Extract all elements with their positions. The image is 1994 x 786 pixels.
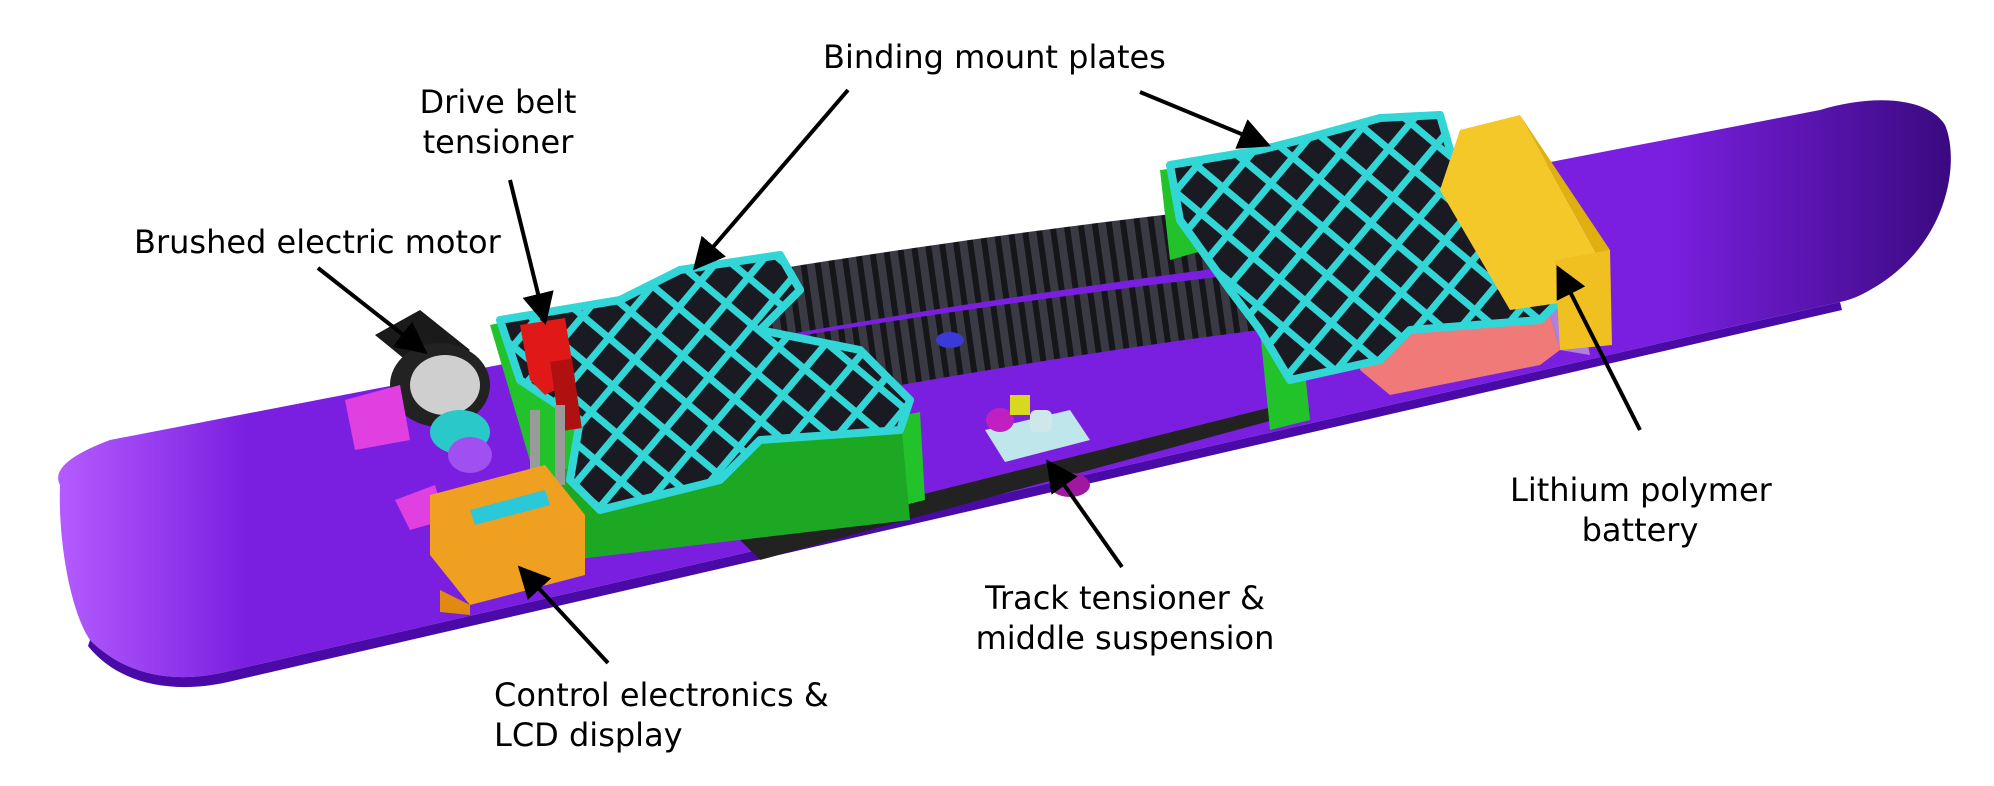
label-binding-mount-plates: Binding mount plates bbox=[823, 38, 1166, 76]
arrow-drive-belt bbox=[508, 179, 554, 326]
label-lithium-polymer-battery: Lithium polymer battery bbox=[1510, 470, 1772, 550]
track-hub bbox=[936, 332, 964, 348]
label-drive-belt-line2: tensioner bbox=[422, 123, 574, 161]
label-brushed-electric-motor: Brushed electric motor bbox=[134, 223, 501, 261]
label-track-line1: Track tensioner & bbox=[985, 579, 1265, 617]
label-drive-belt-line1: Drive belt bbox=[419, 83, 577, 121]
label-track-tensioner: Track tensioner & middle suspension bbox=[975, 578, 1275, 658]
arrow-battery bbox=[1556, 265, 1642, 431]
label-control-electronics: Control electronics & LCD display bbox=[494, 675, 829, 755]
arrow-track bbox=[1046, 459, 1124, 569]
label-drive-belt-tensioner: Drive belt tensioner bbox=[413, 82, 583, 162]
label-control-line2: LCD display bbox=[494, 716, 683, 754]
label-battery-line2: battery bbox=[1581, 511, 1699, 549]
arrow-control bbox=[517, 565, 610, 665]
label-battery-line1: Lithium polymer bbox=[1510, 471, 1772, 509]
arrow-binding-front bbox=[692, 88, 850, 271]
front-binding-plate bbox=[496, 251, 914, 514]
arrow-motor bbox=[316, 266, 428, 354]
drive-belt-tensioner bbox=[520, 318, 582, 490]
label-control-line1: Control electronics & bbox=[494, 676, 829, 714]
track-left bbox=[600, 200, 1330, 365]
front-plate-base bbox=[560, 410, 910, 560]
label-track-line2: middle suspension bbox=[975, 619, 1275, 657]
arrow-binding-rear bbox=[1139, 90, 1271, 149]
